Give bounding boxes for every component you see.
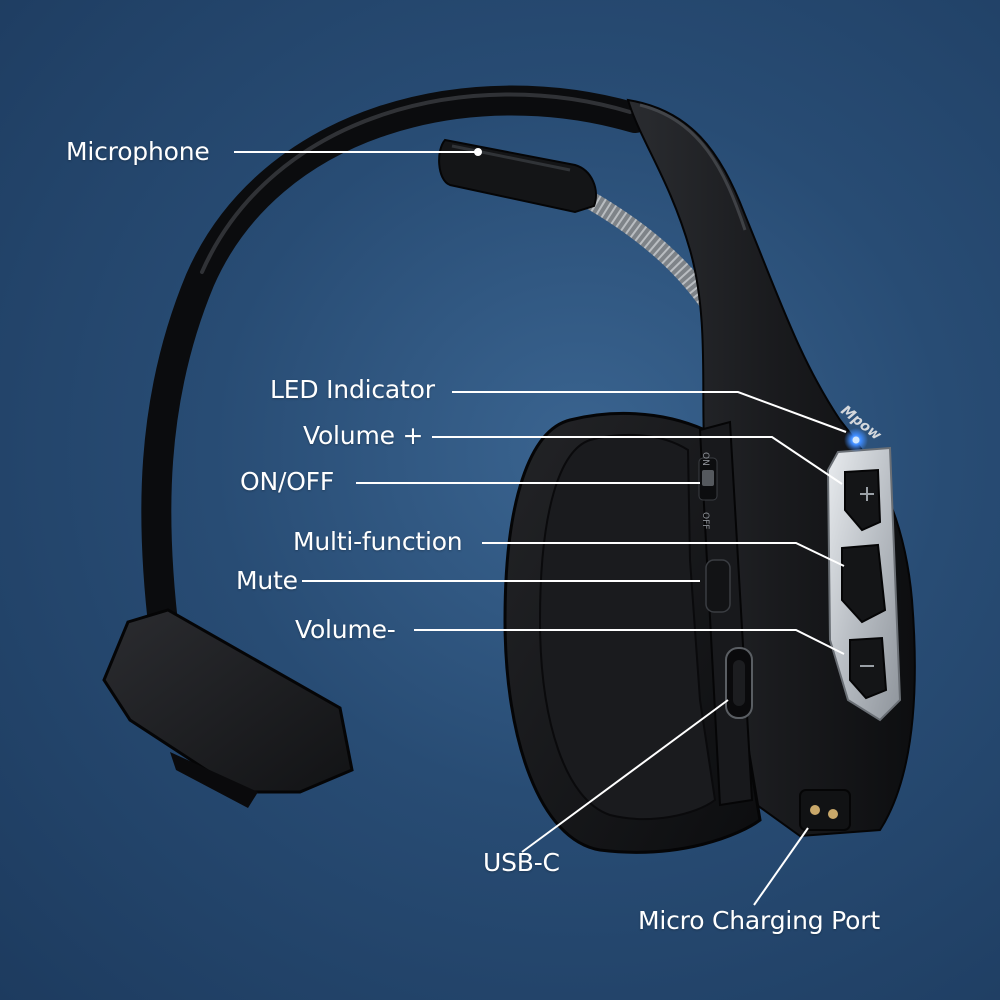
side-control-strip xyxy=(698,420,754,807)
button-panel xyxy=(826,446,902,722)
led-indicator-label: LED Indicator xyxy=(270,375,435,404)
ear-cushion xyxy=(503,411,762,854)
led-indicator-leader-line xyxy=(452,391,847,433)
micro-charging-port-label: Micro Charging Port xyxy=(638,906,880,935)
charging-pins xyxy=(799,789,851,831)
volume-up-leader-line xyxy=(432,436,843,485)
microphone-label: Microphone xyxy=(66,137,210,166)
ear-pad xyxy=(102,608,354,808)
usb-c-label: USB-C xyxy=(483,848,560,877)
volume-up-label: Volume + xyxy=(303,421,424,450)
volume-down-label: Volume- xyxy=(295,615,396,644)
switch-off-text: OFF xyxy=(700,512,710,529)
switch-on-text: ON xyxy=(700,452,710,466)
micro-charging-port-leader-line xyxy=(753,827,809,906)
usb-c-leader-line xyxy=(521,699,729,853)
volume-down-leader-line xyxy=(414,629,845,655)
multi-function-label: Multi-function xyxy=(293,527,463,556)
multi-function-leader-line xyxy=(482,542,845,567)
mute-label: Mute xyxy=(236,566,298,595)
microphone-leader-dot xyxy=(474,148,482,156)
headband xyxy=(141,85,650,655)
on-off-label: ON/OFF xyxy=(240,467,335,496)
callout-lines xyxy=(234,148,847,906)
led-indicator xyxy=(844,428,868,452)
